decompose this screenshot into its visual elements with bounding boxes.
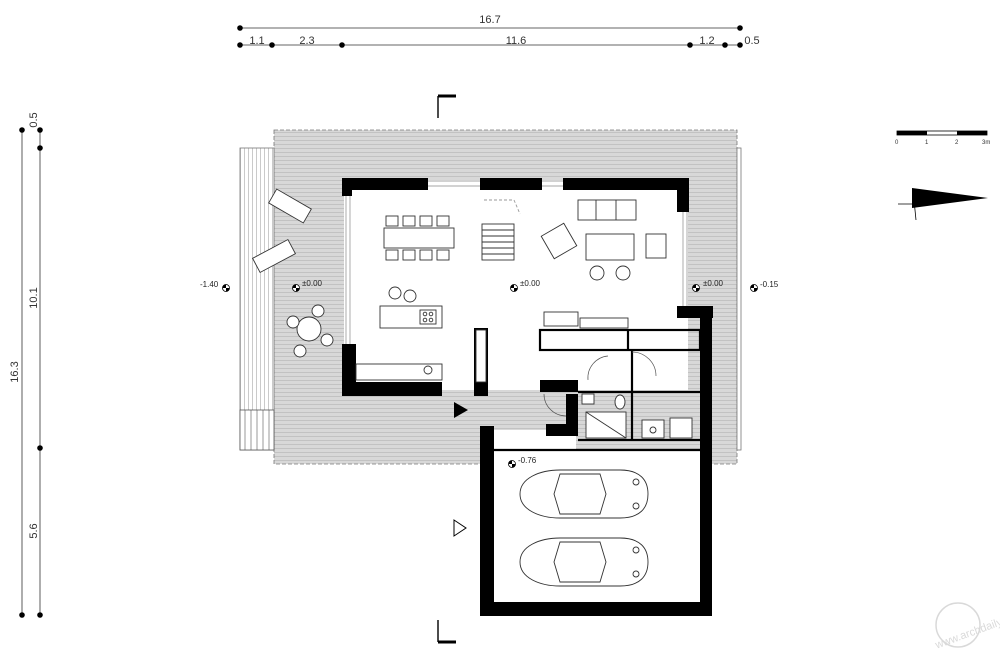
utility-shelf bbox=[579, 317, 629, 329]
level-east-outside: -0.15 bbox=[760, 280, 779, 289]
staircase bbox=[481, 199, 521, 261]
scale-label-2: 2 bbox=[955, 140, 959, 146]
kitchen-island bbox=[379, 286, 443, 329]
glazing bbox=[345, 180, 688, 344]
level-garage: -0.76 bbox=[518, 456, 537, 465]
dim-top-seg-4: 1.2 bbox=[699, 35, 714, 47]
stool-2 bbox=[615, 265, 631, 281]
north-arrow-icon bbox=[898, 188, 988, 221]
outdoor-table bbox=[286, 304, 334, 358]
stool-1 bbox=[589, 265, 605, 281]
level-living: ±0.00 bbox=[520, 279, 541, 288]
level-markers bbox=[222, 284, 758, 468]
level-west-outside: -1.40 bbox=[200, 280, 219, 289]
door-swings bbox=[543, 351, 657, 417]
walls bbox=[342, 178, 713, 616]
top-dimension-group bbox=[240, 27, 740, 46]
dim-left-seg-1: 0.5 bbox=[28, 112, 40, 127]
side-chair bbox=[645, 233, 667, 259]
level-terrace-east: ±0.00 bbox=[703, 279, 724, 288]
bathroom bbox=[641, 417, 693, 439]
scale-bar bbox=[896, 130, 988, 136]
utility-counter bbox=[543, 311, 579, 327]
dim-top-seg-2: 2.3 bbox=[299, 35, 314, 47]
sink bbox=[423, 365, 433, 375]
tall-cabinet bbox=[475, 329, 487, 383]
dim-left-seg-2: 10.1 bbox=[28, 287, 40, 308]
garage-entry-arrow-icon bbox=[453, 519, 467, 537]
section-marker-top bbox=[437, 94, 456, 118]
car-1 bbox=[519, 469, 649, 519]
level-terrace-west: ±0.00 bbox=[302, 279, 323, 288]
top-dimension-dots bbox=[237, 25, 743, 48]
scale-label-1: 1 bbox=[925, 140, 929, 146]
section-marker-bottom bbox=[437, 620, 456, 644]
scale-label-0: 0 bbox=[895, 140, 899, 146]
sofa bbox=[577, 199, 637, 221]
car-2 bbox=[519, 537, 649, 587]
dim-top-seg-1: 1.1 bbox=[249, 35, 264, 47]
wc bbox=[581, 393, 627, 439]
dim-left-total: 16.3 bbox=[9, 361, 21, 382]
left-dimension-group bbox=[21, 130, 41, 615]
watermark-logo: www.archdaily.cn bbox=[933, 602, 1000, 652]
interior-walls bbox=[494, 328, 702, 452]
kitchen-counter bbox=[355, 363, 443, 381]
dim-top-seg-3: 11.6 bbox=[506, 35, 527, 47]
entrance-arrow-icon bbox=[454, 402, 468, 418]
dining-table bbox=[383, 215, 455, 261]
dim-top-total: 16.7 bbox=[479, 14, 500, 26]
coffee-table bbox=[585, 233, 635, 261]
scale-label-3: 3m bbox=[982, 140, 990, 146]
armchair bbox=[540, 222, 578, 260]
lounger-1 bbox=[268, 188, 312, 224]
dim-top-seg-5: 0.5 bbox=[744, 35, 759, 47]
dim-left-seg-3: 5.6 bbox=[28, 523, 40, 538]
left-dimension-dots bbox=[19, 127, 43, 618]
lounger-2 bbox=[251, 238, 297, 274]
